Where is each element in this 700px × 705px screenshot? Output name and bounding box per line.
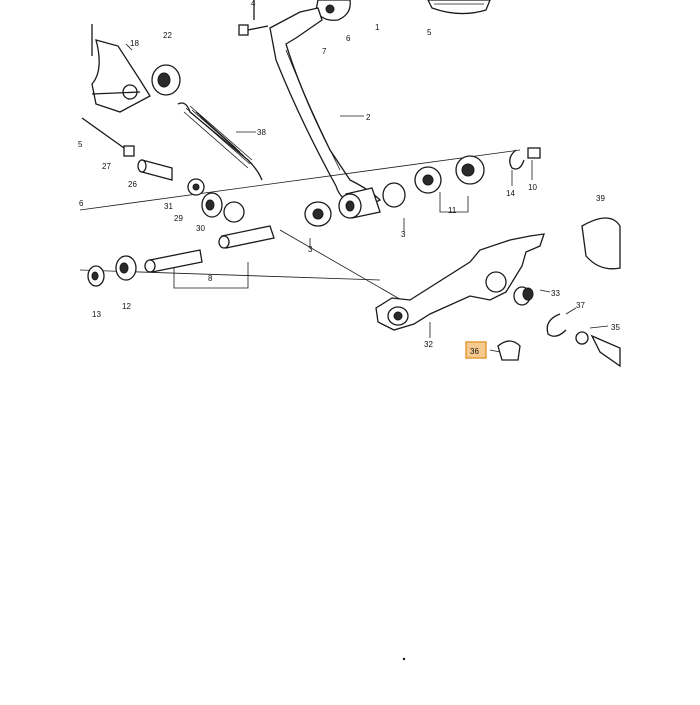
label-13: 13 bbox=[92, 310, 101, 319]
label-33: 33 bbox=[551, 289, 560, 298]
bolt-4 bbox=[238, 0, 269, 36]
label-8: 8 bbox=[208, 274, 213, 283]
label-26: 26 bbox=[128, 180, 137, 189]
label-37: 37 bbox=[576, 301, 585, 310]
bushing-3b bbox=[338, 187, 381, 219]
dot-mark bbox=[402, 657, 406, 661]
clip-14 bbox=[509, 149, 525, 170]
label-27: 27 bbox=[102, 162, 111, 171]
washer-30 bbox=[223, 201, 245, 223]
label-30: 30 bbox=[196, 224, 205, 233]
bushing-22 bbox=[151, 64, 181, 96]
lever-32 bbox=[375, 233, 545, 331]
label-38: 38 bbox=[257, 128, 266, 137]
bolt-35 bbox=[575, 331, 621, 368]
bolt-8a bbox=[144, 249, 203, 273]
label-10: 10 bbox=[528, 183, 537, 192]
label-5-left: 5 bbox=[78, 140, 83, 149]
spring-38 bbox=[177, 102, 263, 181]
bushings-11 bbox=[382, 155, 485, 208]
nut-27 bbox=[81, 117, 135, 157]
label-4: 4 bbox=[251, 0, 256, 8]
washer-31 bbox=[187, 178, 205, 196]
cap-39 bbox=[581, 217, 621, 270]
rod-26 bbox=[137, 159, 173, 181]
label-39: 39 bbox=[596, 194, 605, 203]
bushing-12 bbox=[115, 255, 137, 281]
label-6-left: 6 bbox=[79, 199, 84, 208]
label-1: 1 bbox=[375, 23, 380, 32]
bushing-3a bbox=[304, 201, 332, 227]
highlight-box-36 bbox=[465, 341, 487, 359]
top-gear-wheel bbox=[427, 0, 491, 15]
label-3b: 3 bbox=[401, 230, 406, 239]
label-6: 6 bbox=[346, 34, 351, 43]
label-31: 31 bbox=[164, 202, 173, 211]
label-32: 32 bbox=[424, 340, 433, 349]
label-11: 11 bbox=[448, 206, 457, 215]
label-7: 7 bbox=[322, 47, 327, 56]
label-22: 22 bbox=[163, 31, 172, 40]
part-36 bbox=[497, 340, 521, 361]
label-14: 14 bbox=[506, 189, 515, 198]
label-3a: 3 bbox=[308, 245, 313, 254]
bracket-18 bbox=[91, 24, 151, 113]
label-5: 5 bbox=[427, 28, 432, 37]
label-12: 12 bbox=[122, 302, 131, 311]
pedal-arm-2 bbox=[269, 7, 382, 211]
clip-37 bbox=[546, 313, 567, 337]
label-2: 2 bbox=[366, 113, 371, 122]
bolt-8b bbox=[218, 225, 275, 249]
bushing-33 bbox=[513, 286, 534, 306]
washer-13 bbox=[87, 265, 105, 287]
label-29: 29 bbox=[174, 214, 183, 223]
washer-29 bbox=[201, 192, 223, 218]
label-18: 18 bbox=[130, 39, 139, 48]
label-36: 36 bbox=[470, 347, 479, 356]
label-35: 35 bbox=[611, 323, 620, 332]
bolt-10 bbox=[527, 147, 541, 159]
